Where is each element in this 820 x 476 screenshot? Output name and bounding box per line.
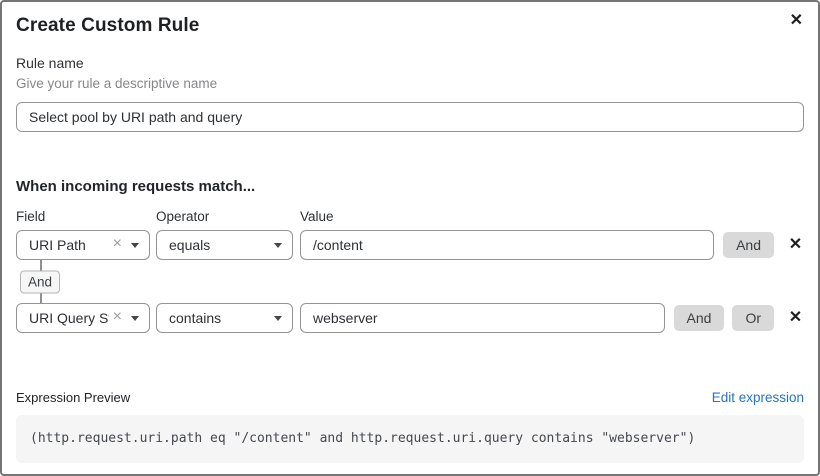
- value-input[interactable]: [300, 230, 715, 260]
- and-button[interactable]: And: [723, 232, 774, 258]
- chevron-down-icon[interactable]: [131, 315, 139, 321]
- rule-name-input[interactable]: [16, 102, 804, 132]
- edit-expression-link[interactable]: Edit expression: [711, 390, 804, 405]
- operator-select[interactable]: contains: [156, 303, 293, 333]
- expression-code: (http.request.uri.path eq "/content" and…: [16, 415, 804, 463]
- match-heading: When incoming requests match...: [16, 178, 256, 195]
- value-input[interactable]: [300, 303, 665, 333]
- operator-select[interactable]: equals: [156, 230, 293, 260]
- page-title: Create Custom Rule: [16, 15, 200, 36]
- chevron-down-icon[interactable]: [131, 242, 139, 248]
- field-select-value: URI Query St...: [29, 310, 109, 326]
- expression-header: Expression Preview Edit expression: [16, 390, 804, 406]
- rule-name-label: Rule name: [16, 55, 84, 71]
- operator-select-value: contains: [169, 310, 222, 326]
- remove-row-icon[interactable]: ✕: [788, 236, 803, 253]
- clear-icon[interactable]: ×: [112, 308, 122, 325]
- row-connector: And: [16, 260, 804, 303]
- clear-icon[interactable]: ×: [112, 235, 122, 252]
- value-column-label: Value: [300, 209, 334, 224]
- remove-row-icon[interactable]: ✕: [788, 309, 803, 326]
- chevron-down-icon[interactable]: [274, 315, 282, 321]
- field-select[interactable]: URI Query St... ×: [16, 303, 150, 333]
- chevron-down-icon[interactable]: [274, 242, 282, 248]
- field-select-value: URI Path: [29, 237, 86, 253]
- and-button[interactable]: And: [673, 305, 725, 331]
- column-labels: Field Operator Value: [16, 209, 804, 225]
- condition-row-1: URI Path × equals And ✕: [16, 230, 804, 260]
- operator-column-label: Operator: [156, 209, 210, 224]
- field-select[interactable]: URI Path ×: [16, 230, 150, 260]
- expression-preview-label: Expression Preview: [16, 390, 131, 405]
- close-icon[interactable]: ✕: [786, 9, 807, 33]
- field-column-label: Field: [16, 209, 46, 224]
- rule-name-helper: Give your rule a descriptive name: [16, 76, 218, 91]
- connector-and-badge[interactable]: And: [20, 270, 61, 293]
- operator-select-value: equals: [169, 237, 211, 253]
- condition-row-2: URI Query St... × contains And Or ✕: [16, 303, 804, 333]
- or-button[interactable]: Or: [732, 305, 774, 331]
